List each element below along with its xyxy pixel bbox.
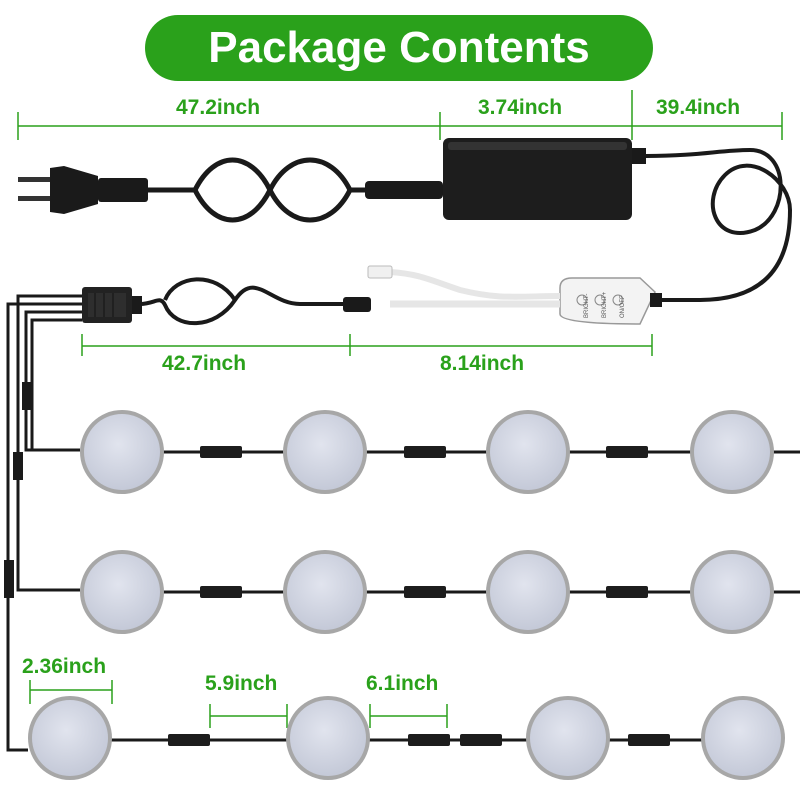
feeder-wires: [6, 294, 82, 752]
white-branch-cable: [389, 269, 561, 300]
dim-label-power-cord: 47.2inch: [176, 96, 261, 119]
page-title: Package Contents: [208, 23, 590, 72]
onoff-button-icon: [576, 294, 588, 306]
remote-controller: BRIGHT- BRIGHT+ ON/OFF: [559, 277, 656, 325]
inline-connectors: [168, 446, 670, 746]
puck-light-r1-2: [283, 410, 367, 494]
splitter-hub: [82, 287, 142, 323]
button-label-onoff: ON/OFF: [620, 295, 626, 318]
power-plug-icon: [18, 166, 148, 214]
puck-light-r1-3: [486, 410, 570, 494]
dim-label-adapter: 3.74inch: [478, 96, 563, 119]
power-adapter: [443, 138, 632, 220]
puck-lights: [28, 410, 785, 780]
title-banner: Package Contents: [145, 15, 653, 81]
button-label-bright-up: BRIGHT+: [602, 291, 608, 318]
controller-plug: [343, 297, 371, 312]
puck-light-r3-2: [286, 696, 370, 780]
button-label-bright-down: BRIGHT-: [584, 294, 590, 318]
dim-label-light-diameter: 2.36inch: [22, 655, 107, 678]
puck-light-r2-3: [486, 550, 570, 634]
puck-light-r2-1: [80, 550, 164, 634]
dim-label-adapter-cable: 39.4inch: [656, 96, 741, 119]
puck-light-r3-4: [701, 696, 785, 780]
power-cord: [147, 157, 365, 223]
splitter-cable: [139, 285, 325, 326]
dimension-lines: [17, 90, 783, 728]
puck-light-r2-4: [690, 550, 774, 634]
puck-light-r1-4: [690, 410, 774, 494]
dim-label-controller-cable: 8.14inch: [440, 352, 525, 375]
dim-label-splitter-cable: 42.7inch: [162, 352, 247, 375]
puck-light-r3-1: [28, 696, 112, 780]
adapter-output-cable: [645, 147, 793, 302]
puck-light-r1-1: [80, 410, 164, 494]
cord-strain-relief: [365, 181, 443, 199]
bright-up-button-icon: [594, 294, 606, 306]
dim-label-connector-short: 5.9inch: [205, 672, 278, 695]
puck-light-r2-2: [283, 550, 367, 634]
dim-label-connector-long: 6.1inch: [366, 672, 439, 695]
puck-light-r3-3: [526, 696, 610, 780]
white-connector: [367, 265, 393, 279]
bright-down-button-icon: [612, 294, 624, 306]
